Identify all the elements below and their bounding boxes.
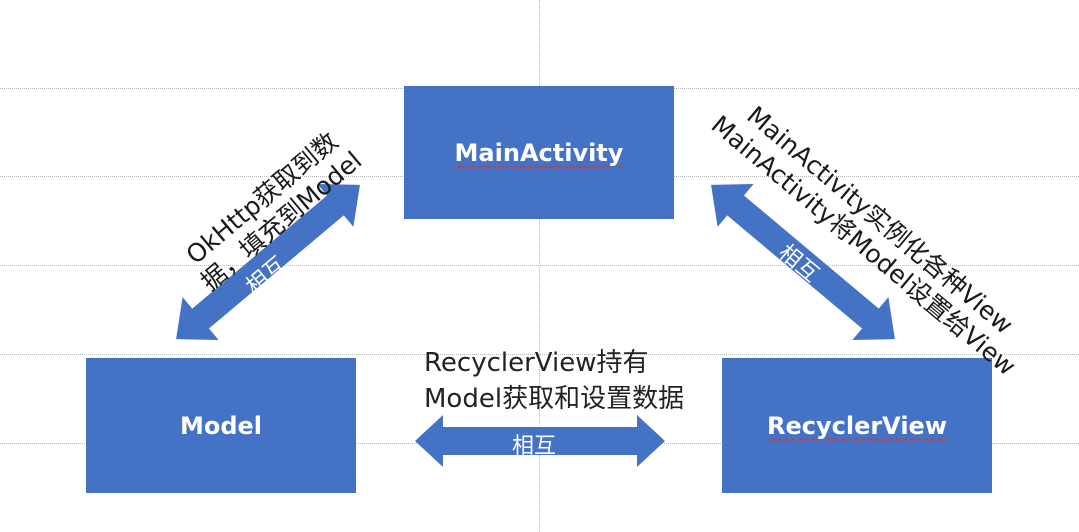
recycler-view-label: RecyclerView xyxy=(766,411,948,440)
recycler-view-box: RecyclerView xyxy=(722,358,992,493)
main-activity-box: MainActivity xyxy=(404,86,674,219)
horizontal-guide-line xyxy=(0,265,1079,266)
vertical-guide-line xyxy=(539,0,540,532)
model-label: Model xyxy=(179,411,263,440)
bottom-annotation-line1: RecyclerView持有 xyxy=(424,348,649,378)
left-double-arrow xyxy=(176,183,360,341)
bottom-annotation: RecyclerView持有 Model获取和设置数据 xyxy=(424,345,684,417)
bottom-arrow-label: 相互 xyxy=(512,434,557,459)
model-box: Model xyxy=(86,358,356,493)
main-activity-label: MainActivity xyxy=(454,138,624,167)
right-double-arrow xyxy=(711,183,895,341)
bottom-annotation-line2: Model获取和设置数据 xyxy=(424,384,685,414)
horizontal-guide-line xyxy=(0,354,1079,355)
bottom-double-arrow xyxy=(415,415,665,467)
